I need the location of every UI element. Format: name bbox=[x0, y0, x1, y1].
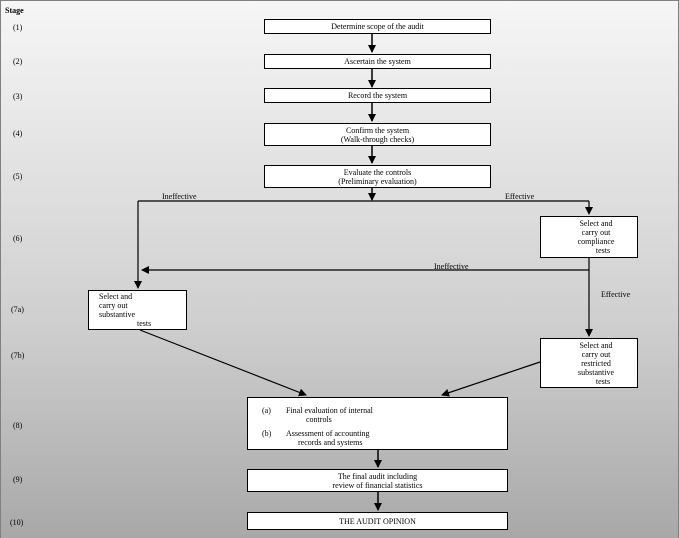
node-text: Confirm the system bbox=[345, 125, 410, 135]
stage-label-1: (1) bbox=[13, 23, 23, 32]
node-text: Determine scope of the audit bbox=[331, 22, 424, 31]
edge-label-effective: Effective bbox=[505, 192, 535, 201]
item-text: Final evaluation of internal bbox=[286, 406, 373, 415]
node-confirm-system: Confirm the system (Walk-through checks) bbox=[264, 123, 491, 146]
node-determine-scope: Determine scope of the audit bbox=[264, 19, 491, 34]
frame-left bbox=[0, 0, 1, 538]
node-text: carry out bbox=[581, 228, 611, 237]
edge-label-effective-compliance: Effective bbox=[601, 290, 631, 299]
final-item-b: (b) Assessment of accounting records and… bbox=[262, 429, 502, 449]
node-audit-opinion: THE AUDIT OPINION bbox=[247, 512, 508, 530]
stage-heading: Stage bbox=[5, 6, 24, 15]
node-compliance-tests: Select and carry out compliance tests bbox=[540, 216, 638, 258]
node-text: compliance bbox=[577, 237, 615, 246]
stage-label-7b: (7b) bbox=[11, 351, 25, 360]
node-text: THE AUDIT OPINION bbox=[339, 516, 416, 526]
stage-label-9: (9) bbox=[13, 475, 23, 484]
stage-label-7a: (7a) bbox=[11, 305, 24, 314]
node-text: (Walk-through checks) bbox=[340, 134, 415, 144]
item-text: Assessment of accounting bbox=[286, 429, 370, 438]
stage-label-4: (4) bbox=[13, 129, 23, 138]
node-text: substantive bbox=[99, 310, 135, 319]
item-text: controls bbox=[306, 415, 332, 424]
node-evaluate-controls: Evaluate the controls (Preliminary evalu… bbox=[264, 165, 491, 188]
item-letter: (a) bbox=[262, 406, 271, 415]
node-text: Select and bbox=[579, 340, 613, 350]
node-text: Select and bbox=[579, 219, 613, 228]
node-text: tests bbox=[137, 319, 152, 328]
arrow-restricted-to-final bbox=[441, 361, 541, 397]
stage-label-6: (6) bbox=[13, 234, 23, 243]
stage-label-2: (2) bbox=[13, 57, 23, 66]
stage-label-10: (10) bbox=[10, 518, 24, 527]
item-text: records and systems bbox=[298, 438, 363, 447]
item-letter: (b) bbox=[262, 429, 272, 438]
node-text: The final audit including bbox=[337, 471, 418, 481]
edge-label-ineffective-compliance: Ineffective bbox=[434, 262, 469, 271]
node-text: Evaluate the controls bbox=[343, 167, 412, 177]
node-restricted-substantive-tests: Select and carry out restricted substant… bbox=[540, 338, 638, 388]
arrow-substantive-to-final bbox=[139, 329, 307, 397]
node-record-system: Record the system bbox=[264, 88, 491, 103]
node-text: (Preliminary evaluation) bbox=[338, 176, 417, 186]
node-text: carry out bbox=[581, 349, 611, 359]
node-text: Ascertain the system bbox=[344, 57, 411, 66]
edge-label-ineffective: Ineffective bbox=[162, 192, 197, 201]
node-final-audit: The final audit including review of fina… bbox=[247, 469, 508, 492]
node-text: carry out bbox=[99, 301, 128, 310]
frame-top bbox=[0, 0, 679, 1]
node-final-evaluation: (a) Final evaluation of internal control… bbox=[247, 397, 508, 450]
node-text: restricted bbox=[581, 358, 611, 368]
stage-label-3: (3) bbox=[13, 92, 23, 101]
node-text: Record the system bbox=[347, 91, 408, 100]
node-text: tests bbox=[595, 376, 611, 386]
node-ascertain-system: Ascertain the system bbox=[264, 54, 491, 69]
node-text: review of financial statistics bbox=[332, 480, 423, 490]
node-text: Select and bbox=[99, 292, 133, 301]
node-substantive-tests: Select and carry out substantive tests bbox=[88, 290, 187, 330]
final-item-a: (a) Final evaluation of internal control… bbox=[262, 406, 502, 426]
node-text: tests bbox=[595, 246, 611, 255]
stage-label-8: (8) bbox=[13, 421, 23, 430]
stage-label-5: (5) bbox=[13, 172, 23, 181]
node-text: substantive bbox=[578, 367, 614, 377]
